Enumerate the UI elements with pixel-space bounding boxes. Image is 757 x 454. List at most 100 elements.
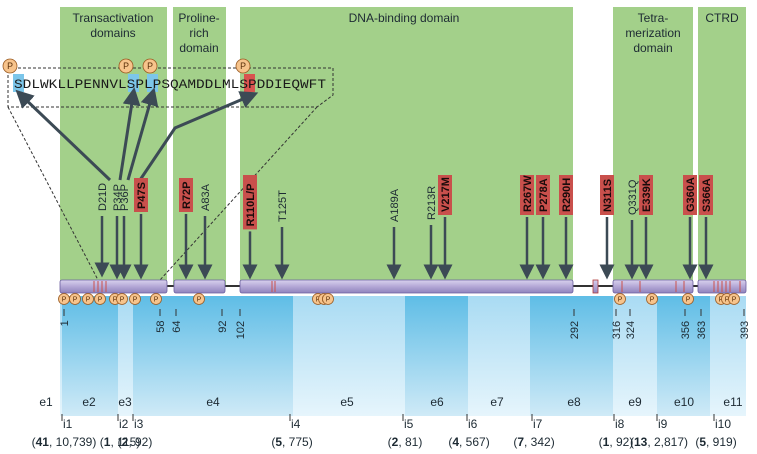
mutation-label: T125T (277, 190, 289, 222)
mutation-box (600, 175, 614, 215)
residue-position-102: 102 (235, 321, 247, 339)
phospho-letter: P (240, 61, 246, 71)
phospho-site-18: P (728, 293, 740, 305)
intron-label: i10 (715, 417, 731, 431)
phospho-site-1: P (58, 293, 70, 305)
intron-stats: (7, 342) (513, 435, 554, 449)
seq-highlight-s46 (244, 74, 255, 92)
mutation-box (134, 178, 148, 212)
domain-labels: Transactivation domains Proline- rich do… (73, 11, 739, 55)
intron-i6: i6(4, 567) (448, 414, 490, 449)
intron-stats: (4, 567) (448, 435, 489, 449)
phospho-site-7: P (129, 293, 141, 305)
phospho-site-3: P (82, 293, 94, 305)
phospho-letter: P (73, 296, 78, 303)
domain-label-dna: DNA-binding domain (349, 11, 460, 25)
domain-label-transactivation-l1: Transactivation (73, 11, 154, 25)
domain-label-ctrd: CTRD (705, 11, 739, 25)
intron-stats: (2, 92) (118, 435, 153, 449)
sequence-phospho-2: P (118, 58, 134, 74)
mutation-box (179, 178, 193, 212)
mutation-label: R72P (181, 181, 193, 209)
phospho-letter: P (650, 296, 655, 303)
domain-label-tetra-l1: Tetra- (638, 11, 669, 25)
residue-position-393: 393 (739, 321, 751, 339)
protein-segment-1 (59, 279, 168, 294)
protein-segment-4 (592, 279, 599, 294)
residue-position-363: 363 (696, 321, 708, 339)
domain-bands (60, 7, 746, 287)
domain-label-tetra-l3: domain (633, 41, 672, 55)
mutation-label: P34P (112, 184, 124, 211)
mutation-box (683, 175, 697, 215)
mutation-label: A189A (389, 188, 401, 222)
intron-labels: i1(41, 10,739)i2(1, 115)i3(2, 92)i4(5, 7… (32, 414, 737, 449)
phospho-site-8: P (150, 293, 162, 305)
phospho-site-12: P (322, 293, 334, 305)
mutation-g360a: G360A (682, 175, 698, 280)
seq-highlight-s15 (13, 74, 24, 92)
exon-label-e3: e3 (118, 395, 132, 409)
mutation-box (243, 175, 257, 230)
phospho-letter: P (86, 296, 91, 303)
mutation-v217m: V217M (437, 175, 453, 280)
domain-label-proline-l1: Proline- (178, 11, 219, 25)
exon-label-e2: e2 (82, 395, 96, 409)
mutation-label: R290H (561, 178, 573, 212)
residue-position-1: 1 (59, 320, 71, 326)
mutation-a189a: A189A (386, 188, 402, 280)
exon-label-e6: e6 (430, 395, 444, 409)
mutation-box (639, 175, 653, 215)
phospho-letter: P (725, 296, 730, 303)
phospho-letter: P (732, 296, 737, 303)
intron-label: i7 (533, 417, 543, 431)
intron-i7: i7 (7, 342) (513, 414, 555, 449)
intron-i5: i5(2, 81) (388, 414, 422, 449)
mutation-box (438, 175, 452, 215)
exon-label-e11: e11 (723, 395, 742, 409)
mutation-label: D21D (97, 183, 109, 211)
exon-label-e10: e10 (674, 395, 694, 409)
exon-label-e4: e4 (206, 395, 220, 409)
intron-stats: (5, 775) (271, 435, 312, 449)
mutation-box (559, 175, 573, 215)
residue-position-356: 356 (680, 321, 692, 339)
phospho-site-4: P (94, 293, 106, 305)
mutation-p34p: P34P (109, 184, 125, 280)
mutation-label: Q331Q (627, 179, 639, 215)
residue-position-292: 292 (569, 321, 581, 339)
mutation-label: P278A (538, 178, 550, 212)
mutation-r267w: R267W (519, 175, 535, 280)
tetramerization-domain-band (613, 7, 693, 287)
phospho-letter: P (98, 296, 103, 303)
mutation-label: R267W (522, 175, 534, 212)
intron-i4: i4 (5, 775) (271, 414, 313, 449)
mutation-label: N311S (602, 179, 614, 212)
mutation-box (699, 175, 713, 215)
mutation-r110l-p: R110L/P (242, 175, 258, 280)
protein-bar (59, 279, 747, 294)
phospho-site-2: P (69, 293, 81, 305)
residue-position-324: 324 (625, 321, 637, 339)
exon-band-e6 (405, 296, 468, 416)
intron-label: i8 (615, 417, 625, 431)
seq-highlight-s37 (147, 74, 158, 92)
intron-i1: i1(41, 10,739) (32, 414, 97, 449)
intron-label: i3 (134, 417, 144, 431)
mutation-label: R110L/P (245, 184, 257, 227)
intron-stats: (41, 10,739) (32, 435, 97, 449)
phospho-site-13: P (614, 293, 626, 305)
intron-label: i4 (291, 417, 301, 431)
intron-stats: (5, 919) (695, 435, 736, 449)
mutation-label: V217M (440, 177, 452, 212)
phospho-letter: P (154, 296, 159, 303)
mutation-d21d: D21D (94, 183, 110, 278)
residue-position-64: 64 (171, 321, 183, 333)
mutation-label: G360A (685, 177, 697, 212)
residue-position-92: 92 (217, 321, 229, 333)
mutation-q331q: Q331Q (624, 179, 640, 280)
intron-stats: (1, 115) (100, 435, 140, 449)
proline-rich-domain-band (173, 7, 226, 287)
